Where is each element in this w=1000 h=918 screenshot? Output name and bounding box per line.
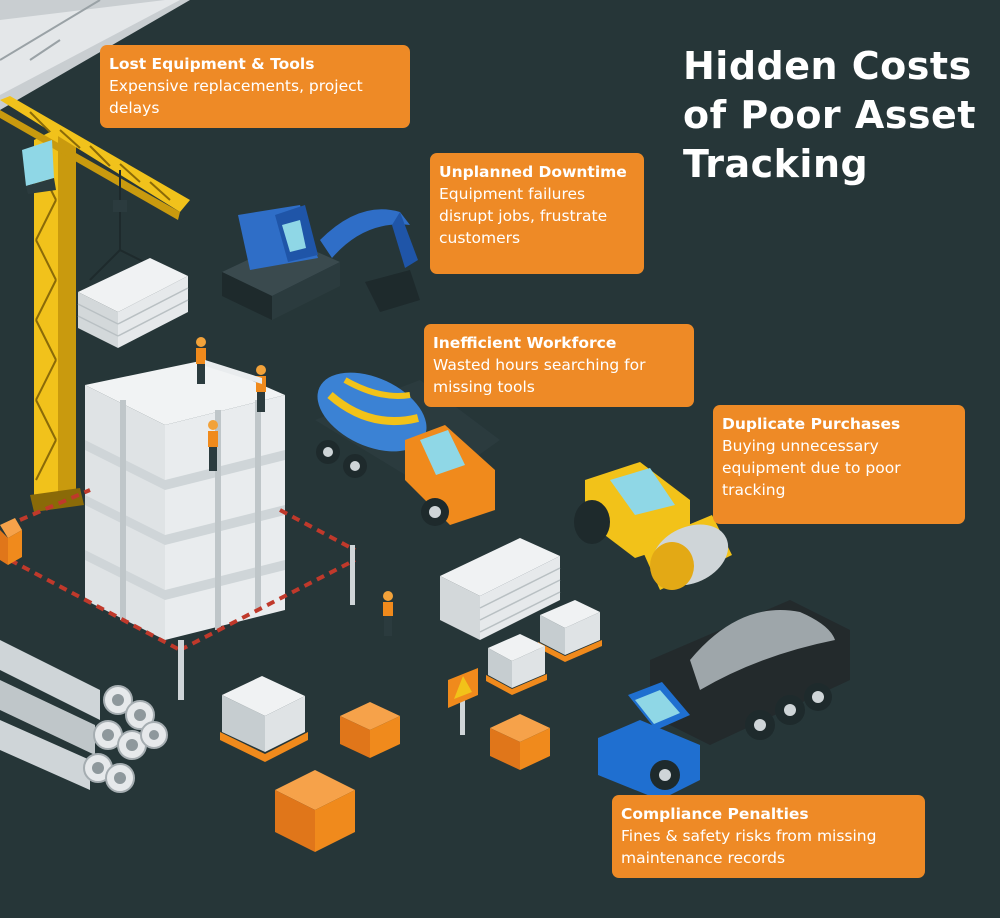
card-text: Wasted hours searching for missing tools	[433, 356, 646, 396]
card-inefficient-workforce: Inefficient Workforce Wasted hours searc…	[424, 324, 694, 407]
card-unplanned-downtime: Unplanned Downtime Equipment failures di…	[430, 153, 644, 274]
worker-icon	[196, 337, 393, 636]
title-line-1: Hidden Costs	[683, 44, 972, 88]
concrete-block-pallets	[220, 600, 602, 762]
card-text: Fines & safety risks from missing mainte…	[621, 827, 877, 867]
road-roller-icon	[574, 462, 732, 590]
card-lost-equipment: Lost Equipment & Tools Expensive replace…	[100, 45, 410, 128]
warning-sign-icon	[448, 668, 478, 735]
brick-pallets	[0, 518, 550, 852]
road	[0, 0, 190, 110]
card-heading: Lost Equipment & Tools	[109, 55, 315, 73]
card-text: Expensive replacements, project delays	[109, 77, 363, 117]
card-heading: Inefficient Workforce	[433, 334, 617, 352]
concrete-slab-stack	[440, 538, 561, 640]
page-title: Hidden Costs of Poor Asset Tracking	[683, 42, 995, 189]
concrete-pipes	[0, 640, 168, 793]
card-heading: Unplanned Downtime	[439, 163, 627, 181]
title-line-3: Tracking	[683, 142, 869, 186]
title-line-2: of Poor Asset	[683, 93, 976, 137]
excavator-icon	[222, 205, 420, 320]
card-duplicate-purchases: Duplicate Purchases Buying unnecessary e…	[713, 405, 965, 524]
building-frame	[9, 360, 356, 700]
tower-crane-icon	[0, 96, 190, 512]
card-heading: Duplicate Purchases	[722, 415, 901, 433]
card-heading: Compliance Penalties	[621, 805, 809, 823]
dump-truck-icon	[598, 600, 850, 800]
card-text: Equipment failures disrupt jobs, frustra…	[439, 185, 608, 247]
cement-mixer-truck-icon	[315, 372, 500, 526]
card-text: Buying unnecessary equipment due to poor…	[722, 437, 901, 499]
card-compliance-penalties: Compliance Penalties Fines & safety risk…	[612, 795, 925, 878]
hanging-slabs	[77, 249, 189, 348]
